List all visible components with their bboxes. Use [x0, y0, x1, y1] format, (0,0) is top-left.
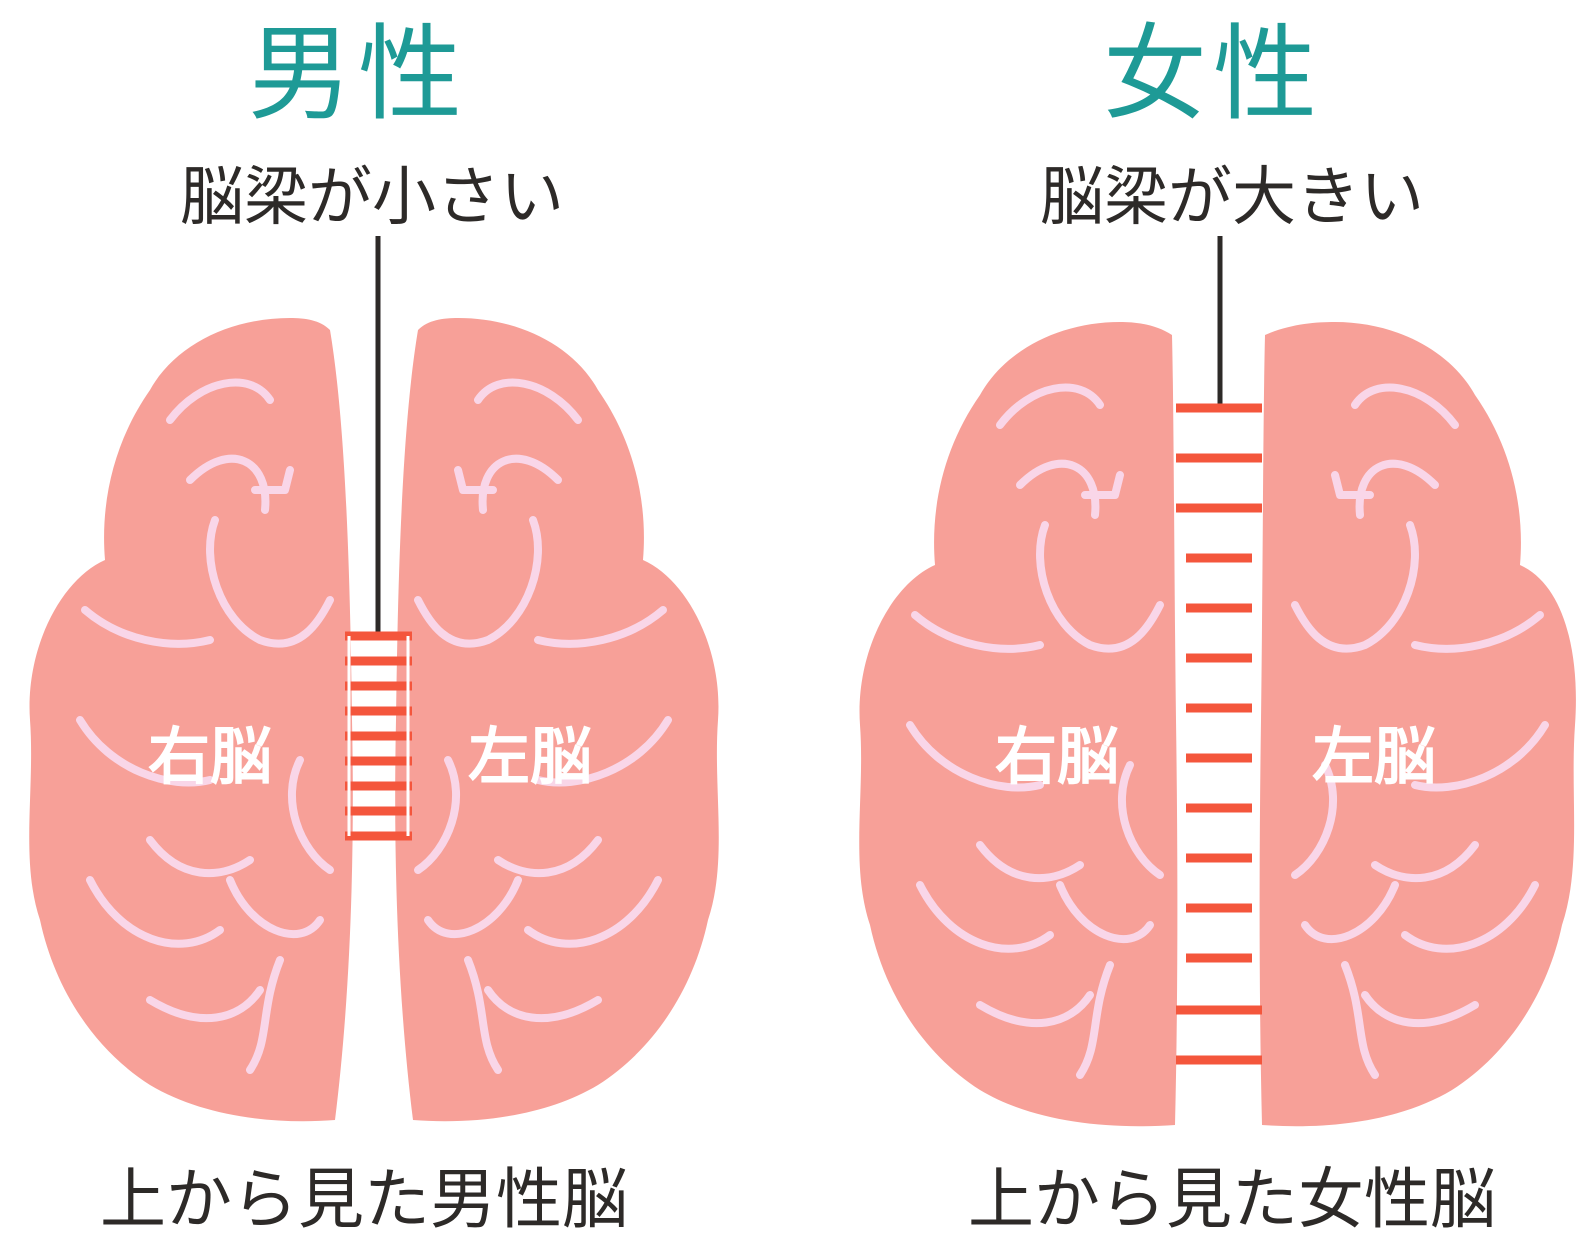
male-brain-panel: 男性 脳梁が小さい 右脳 左脳 上から見た男性脳	[0, 0, 790, 1249]
male-corpus-callosum-label: 脳梁が小さい	[180, 161, 564, 235]
male-right-brain-label: 右脳	[148, 720, 273, 793]
male-title: 男性	[248, 13, 469, 135]
male-left-gyri	[414, 378, 672, 1074]
female-right-gyri	[906, 383, 1164, 1079]
female-caption: 上から見た女性脳	[968, 1161, 1496, 1238]
female-left-hemisphere	[1259, 322, 1576, 1127]
male-caption: 上から見た男性脳	[100, 1161, 628, 1238]
male-right-hemisphere	[29, 318, 353, 1122]
female-brain-illustration	[859, 236, 1576, 1127]
female-right-brain-label: 右脳	[995, 720, 1120, 793]
female-corpus-callosum	[1176, 403, 1262, 1065]
female-title: 女性	[1103, 13, 1324, 135]
male-corpus-callosum	[345, 631, 412, 841]
male-left-hemisphere	[395, 318, 719, 1122]
female-left-brain-label: 左脳	[1312, 720, 1437, 793]
male-right-gyri	[76, 378, 334, 1074]
female-left-gyri	[1291, 383, 1549, 1079]
male-left-brain-label: 左脳	[468, 720, 593, 793]
female-corpus-callosum-label: 脳梁が大きい	[1040, 161, 1424, 235]
male-brain-illustration	[29, 236, 719, 1122]
female-brain-panel: 女性 脳梁が大きい 右脳 左脳 上から見た女性脳	[790, 0, 1583, 1249]
female-right-hemisphere	[859, 322, 1178, 1127]
